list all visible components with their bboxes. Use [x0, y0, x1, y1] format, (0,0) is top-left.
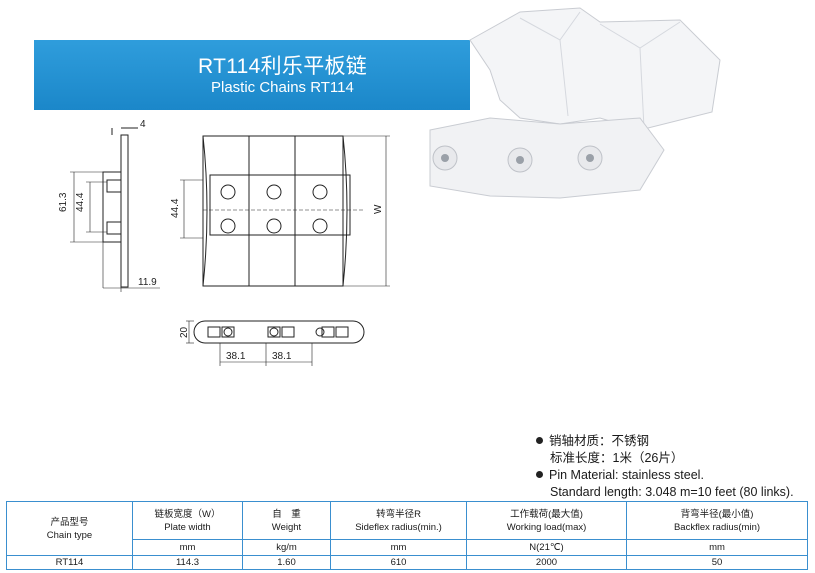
header-working-load: 工作载荷(最大值)Working load(max) [466, 501, 627, 540]
note-cn-material: 销轴材质：不锈钢 [536, 433, 794, 450]
dim-width-label: W [373, 204, 384, 214]
side-view-drawing [70, 127, 160, 292]
unit-cell: mm [626, 539, 808, 556]
dim-height-inner-side: 44.4 [75, 192, 86, 212]
table-cell: 114.3 [132, 555, 243, 570]
unit-cell: kg/m [242, 539, 331, 556]
header-plate-width: 链板宽度（W）Plate width [132, 501, 243, 540]
bullet-icon [536, 437, 543, 444]
note-en-length: Standard length: 3.048 m=10 feet (80 lin… [550, 485, 794, 499]
notes-block: 销轴材质：不锈钢 标准长度：1米（26片） Pin Material: stai… [536, 433, 794, 501]
table-cell: 610 [330, 555, 467, 570]
product-photo [429, 7, 721, 199]
note-cn-length: 标准长度：1米（26片） [550, 451, 684, 465]
table-row: RT114 114.3 1.60 610 2000 50 [6, 555, 808, 570]
table-cell: RT114 [6, 555, 133, 570]
bullet-icon [536, 471, 543, 478]
dim-pitch-2: 38.1 [272, 351, 292, 362]
dim-thickness: 4 [140, 119, 146, 130]
top-view-drawing [180, 135, 390, 287]
table-cell: 1.60 [242, 555, 331, 570]
header-backflex-radius: 背弯半径(最小值)Backflex radius(min) [626, 501, 808, 540]
dim-link-height: 20 [179, 326, 190, 338]
unit-cell: mm [132, 539, 243, 556]
title-banner [34, 40, 470, 110]
dim-pitch-1: 38.1 [226, 351, 246, 362]
banner-title: RT114利乐平板链 [198, 55, 368, 78]
note-en-material: Pin Material: stainless steel. [536, 467, 794, 484]
unit-cell: mm [330, 539, 467, 556]
dim-height-outer: 61.3 [58, 192, 69, 212]
technical-drawing: 4 61.3 44.4 11.9 44.4 W [58, 7, 721, 366]
table-cell: 2000 [466, 555, 627, 570]
table-unit-row: mm kg/m mm N(21℃) mm [7, 539, 808, 556]
unit-cell: N(21℃) [466, 539, 627, 556]
banner-subtitle: Plastic Chains RT114 [211, 79, 354, 96]
dim-height-inner-top: 44.4 [170, 198, 181, 218]
dim-depth: 11.9 [138, 277, 157, 288]
link-profile-drawing [186, 320, 365, 366]
table-cell: 50 [626, 555, 808, 570]
